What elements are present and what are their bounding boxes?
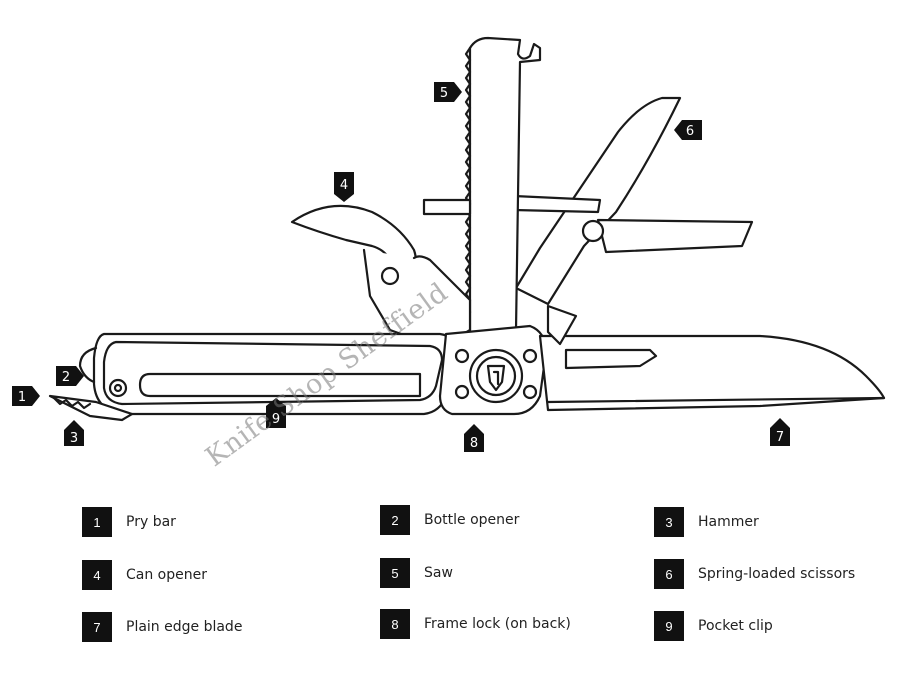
callout-8: 8 xyxy=(464,424,484,452)
legend-number: 2 xyxy=(380,505,410,535)
legend-item-hammer: 3 Hammer xyxy=(654,507,759,537)
svg-text:6: 6 xyxy=(686,124,694,139)
svg-text:9: 9 xyxy=(272,412,280,427)
legend-number: 6 xyxy=(654,559,684,589)
scissors-drawing xyxy=(512,96,754,306)
callout-markers: 1 2 3 4 5 6 7 8 xyxy=(12,82,790,452)
legend-item-pocket-clip: 9 Pocket clip xyxy=(654,611,773,641)
legend-number: 4 xyxy=(82,560,112,590)
legend-number: 8 xyxy=(380,609,410,639)
callout-7: 7 xyxy=(770,418,790,446)
legend-item-pry-bar: 1 Pry bar xyxy=(82,507,176,537)
legend-label: Pocket clip xyxy=(698,618,773,634)
callout-3: 3 xyxy=(64,420,84,446)
svg-text:1: 1 xyxy=(18,390,26,405)
callout-5: 5 xyxy=(434,82,462,102)
callout-9: 9 xyxy=(266,398,286,428)
legend-label: Can opener xyxy=(126,567,207,583)
callout-2: 2 xyxy=(56,366,84,386)
legend-number: 9 xyxy=(654,611,684,641)
legend-item-plain-edge-blade: 7 Plain edge blade xyxy=(82,612,242,642)
legend-item-frame-lock: 8 Frame lock (on back) xyxy=(380,609,571,639)
saw-drawing xyxy=(422,36,542,336)
svg-text:8: 8 xyxy=(470,436,478,451)
legend-label: Spring-loaded scissors xyxy=(698,566,856,582)
legend-item-scissors: 6 Spring-loaded scissors xyxy=(654,559,855,589)
legend-number: 3 xyxy=(654,507,684,537)
legend-item-bottle-opener: 2 Bottle opener xyxy=(380,505,519,535)
svg-text:4: 4 xyxy=(340,178,348,193)
multitool-diagram: 1 2 3 4 5 6 7 8 xyxy=(12,36,886,452)
can-opener-drawing xyxy=(290,204,472,350)
legend-number: 7 xyxy=(82,612,112,642)
legend-label: Saw xyxy=(424,565,453,581)
legend-number: 5 xyxy=(380,558,410,588)
blade-drawing xyxy=(538,334,886,412)
legend-label: Plain edge blade xyxy=(126,619,243,635)
svg-text:2: 2 xyxy=(62,370,70,385)
svg-text:7: 7 xyxy=(776,430,784,445)
pivot-drawing xyxy=(438,324,548,416)
legend-label: Frame lock (on back) xyxy=(424,616,571,632)
callout-4: 4 xyxy=(334,172,354,202)
svg-text:3: 3 xyxy=(70,431,78,446)
legend-item-can-opener: 4 Can opener xyxy=(82,560,207,590)
svg-text:5: 5 xyxy=(440,86,448,101)
pry-bar-drawing xyxy=(48,346,134,422)
legend-label: Bottle opener xyxy=(424,512,520,528)
legend-item-saw: 5 Saw xyxy=(380,558,453,588)
legend-label: Hammer xyxy=(698,514,759,530)
legend-number: 1 xyxy=(82,507,112,537)
callout-6: 6 xyxy=(674,120,702,140)
legend-label: Pry bar xyxy=(126,514,176,530)
callout-1: 1 xyxy=(12,386,40,406)
